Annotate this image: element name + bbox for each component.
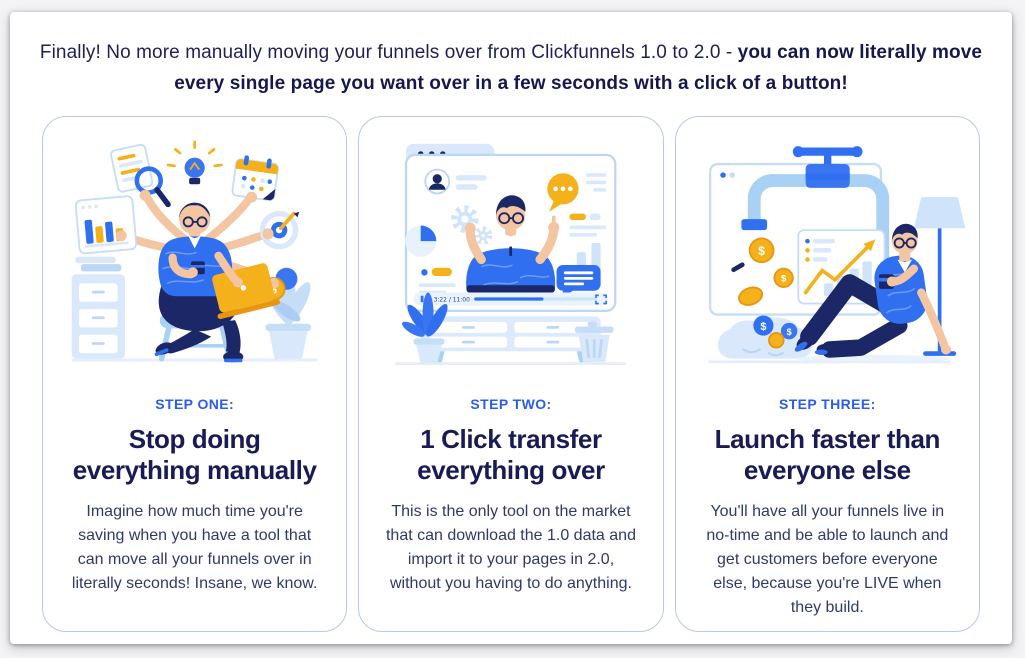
gear-icon: [451, 205, 493, 245]
lightbulb-icon: [166, 140, 223, 185]
title-line: Stop doing: [128, 424, 261, 454]
shadow: [795, 354, 952, 363]
sidebar-widgets: [569, 213, 607, 271]
person: [794, 223, 951, 358]
step-body: This is the only tool on the market that…: [385, 503, 636, 593]
document-icon: [110, 143, 154, 193]
title-line: 1 Click transfer: [420, 424, 602, 454]
presenter: [465, 195, 560, 293]
dollar-sign: $: [760, 321, 766, 333]
step-card-one: $: [42, 116, 348, 632]
avatar: [424, 168, 451, 195]
title-line: everyone else: [743, 454, 911, 485]
bar-chart-icon: [74, 195, 138, 255]
file-cabinet: [71, 256, 125, 359]
dollar-sign: $: [758, 244, 765, 258]
step-card-three: $ $ $ $: [674, 116, 980, 632]
step-body: You'll have all your funnels live in no-…: [706, 503, 949, 617]
dollar-sign: $: [781, 274, 786, 284]
falling-coins: $ $: [730, 237, 794, 306]
step-label: STEP TWO:: [470, 396, 552, 412]
pie-chart-icon: [405, 225, 437, 257]
step-body: Imagine how much time you're saving when…: [71, 503, 318, 593]
text-line: [455, 175, 488, 181]
dollar-sign: $: [786, 327, 791, 337]
video-presenter-illustration: 3:22 / 11:00: [395, 143, 627, 366]
multitasking-illustration: $: [71, 140, 318, 363]
step-label: STEP THREE:: [778, 396, 876, 412]
floor-line: [71, 358, 318, 362]
illustration-multitasking: $: [57, 129, 332, 379]
step-card-two: 3:22 / 11:00: [358, 116, 664, 632]
illustration-launch: $ $ $ $: [690, 129, 965, 379]
relaxed-launch-illustration: $ $ $ $: [708, 146, 965, 364]
trash-can-icon: [575, 321, 614, 363]
person: [154, 202, 281, 363]
title-line: Launch faster than: [714, 424, 941, 454]
headline-bold: you can now literally move every single …: [174, 42, 983, 94]
tv-stand: [421, 316, 601, 363]
menu-lines: [586, 173, 607, 192]
headline: Finally! No more manually moving your fu…: [35, 37, 987, 99]
step-label: STEP ONE:: [155, 396, 235, 412]
video-progress-bar: 3:22 / 11:00: [413, 292, 609, 306]
title-line: everything manually: [72, 454, 317, 485]
plant: [402, 292, 448, 364]
content-panel: Finally! No more manually moving your fu…: [10, 12, 1012, 644]
headline-regular: Finally! No more manually moving your fu…: [39, 42, 738, 63]
text-line: [455, 184, 478, 190]
faucet-icon: [741, 146, 889, 310]
title-line: everything over: [417, 454, 605, 485]
dollar-sign: $: [270, 282, 277, 296]
floor-lamp-icon: [913, 197, 965, 356]
illustration-video: 3:22 / 11:00: [373, 129, 648, 379]
steps-row: $: [42, 116, 980, 632]
money-bag-icon: $ $: [717, 315, 813, 359]
floor-line: [395, 362, 627, 366]
speech-bubble-icon: [547, 173, 579, 212]
calendar-icon: [231, 155, 280, 202]
video-time: 3:22 / 11:00: [434, 297, 471, 304]
fullscreen-icon: [595, 294, 608, 305]
